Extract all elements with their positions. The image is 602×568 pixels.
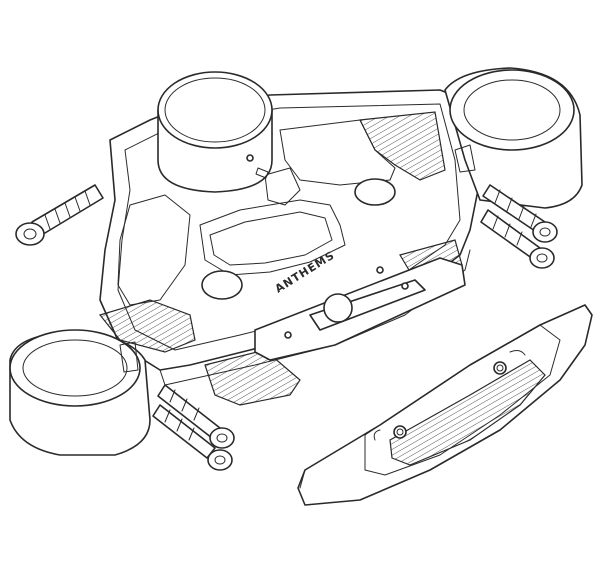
left-bolt-lower-2	[152, 404, 233, 471]
right-fork-clamp	[444, 67, 583, 209]
through-holes	[201, 178, 396, 300]
lower-clamp-piece	[297, 304, 593, 506]
left-bolt-lower-1	[157, 384, 235, 449]
left-bolt-top	[15, 184, 104, 246]
handlebar-mount-bar	[254, 257, 466, 361]
left-fork-clamp	[9, 329, 151, 456]
stem-cap	[157, 71, 273, 193]
inner-pockets	[117, 119, 396, 306]
right-bolt-lower	[480, 209, 555, 269]
right-bolt-upper	[482, 184, 558, 243]
